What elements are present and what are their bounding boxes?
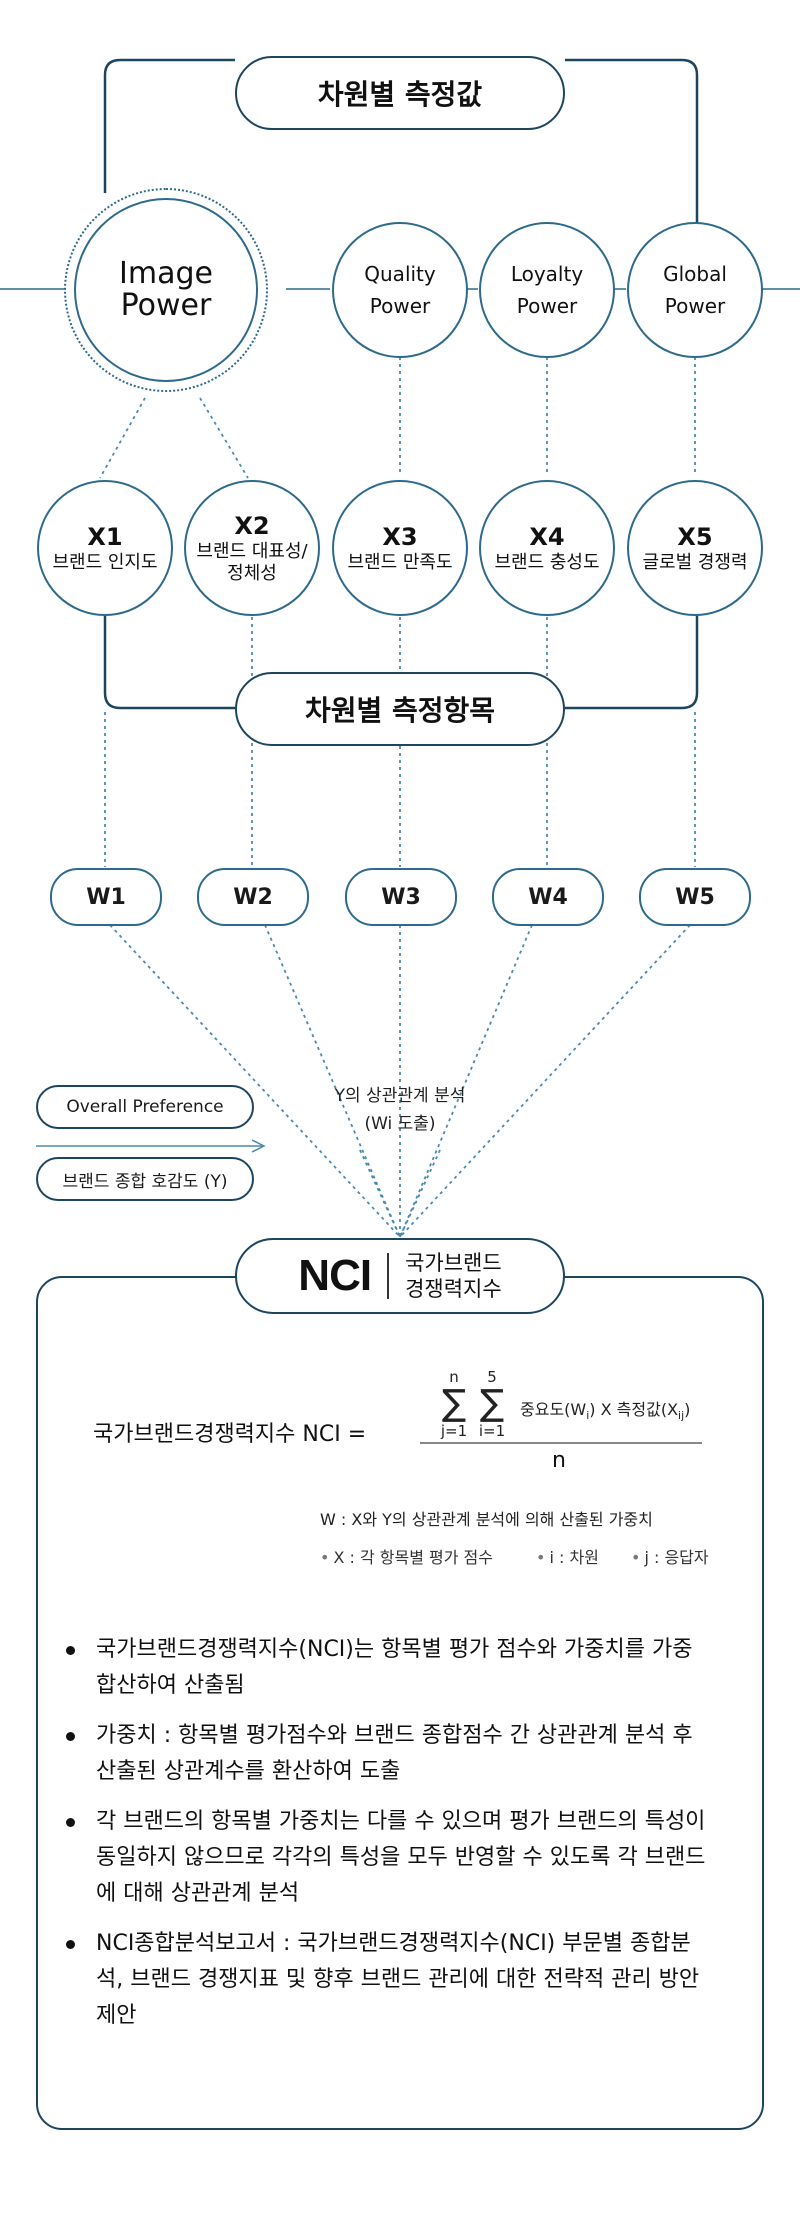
sum-upper-5: 5 xyxy=(487,1368,497,1386)
sum-lower-j: j=1 xyxy=(440,1422,468,1440)
list-item: 가중치 : 항목별 평가점수와 브랜드 종합점수 간 상관관계 분석 후 산출된… xyxy=(60,1718,710,1790)
measure-x1: X1 브랜드 인지도 xyxy=(37,480,173,616)
measure-code: X4 xyxy=(529,523,565,551)
measure-code: X5 xyxy=(677,523,713,551)
measurement-items-title: 차원별 측정항목 xyxy=(235,672,565,746)
measure-name: 브랜드 대표성/ 정체성 xyxy=(196,541,308,584)
list-item: 국가브랜드경쟁력지수(NCI)는 항목별 평가 점수와 가중치를 가중합산하여 … xyxy=(60,1632,710,1704)
dim-to-measure-lines xyxy=(99,357,696,479)
dimension-loyalty-power: Loyalty Power xyxy=(479,222,615,358)
nci-bullet-list: 국가브랜드경쟁력지수(NCI)는 항목별 평가 점수와 가중치를 가중합산하여 … xyxy=(60,1632,710,2048)
items-frame-right-line xyxy=(565,610,699,710)
dimension-label: Image Power xyxy=(119,256,213,323)
formula-lhs: 국가브랜드경쟁력지수 NCI = xyxy=(93,1422,367,1447)
items-frame-left-line xyxy=(103,610,235,710)
measure-name: 브랜드 충성도 xyxy=(494,552,600,573)
dimension-image-power: Image Power xyxy=(74,198,258,382)
weight-note: W : X와 Y의 상관관계 분석에 의해 산출된 가중치 xyxy=(320,1510,653,1529)
weight-w1: W1 xyxy=(50,868,162,926)
weight-to-nci-lines xyxy=(109,924,691,1238)
title-frame-right-line xyxy=(565,58,699,255)
overall-preference-label: Overall Preference xyxy=(36,1085,254,1129)
list-item: NCI종합분석보고서 : 국가브랜드경쟁력지수(NCI) 부문별 종합분석, 브… xyxy=(60,1926,710,2034)
weight-w2: W2 xyxy=(197,868,309,926)
measure-name: 글로벌 경쟁력 xyxy=(642,552,748,573)
y-correlation-text: Y의 상관관계 분석 (Wi 도출) xyxy=(334,1086,466,1134)
fraction-bar xyxy=(420,1442,702,1444)
image-power-outer-ring xyxy=(64,188,268,392)
nci-separator xyxy=(387,1253,390,1299)
arrow-head-icon xyxy=(251,1139,266,1153)
sigma-icon: ∑ xyxy=(479,1383,505,1424)
measure-x2: X2 브랜드 대표성/ 정체성 xyxy=(184,480,320,616)
dimension-global-power: Global Power xyxy=(627,222,763,358)
dimension-label: Quality Power xyxy=(364,262,436,318)
list-item: 각 브랜드의 항목별 가중치는 다를 수 있으며 평가 브랜드의 특성이 동일하… xyxy=(60,1804,710,1912)
sum-over-i: 5 ∑ i=1 xyxy=(474,1368,510,1440)
sum-over-j: n ∑ j=1 xyxy=(436,1368,472,1440)
measure-x4: X4 브랜드 충성도 xyxy=(479,480,615,616)
sum-upper-n: n xyxy=(449,1368,459,1386)
dimension-quality-power: Quality Power xyxy=(332,222,468,358)
measure-name: 브랜드 인지도 xyxy=(52,552,158,573)
nci-panel xyxy=(36,1276,764,2130)
weight-w5: W5 xyxy=(639,868,751,926)
title-frame-left-line xyxy=(103,58,235,193)
dimension-label: Global Power xyxy=(663,262,727,318)
legend-x: •X : 각 항목별 평가 점수 xyxy=(320,1548,493,1567)
dimension-label: Loyalty Power xyxy=(510,262,584,318)
weight-w4: W4 xyxy=(492,868,604,926)
dimension-values-title: 차원별 측정값 xyxy=(235,56,565,130)
legend-j: •j : 응답자 xyxy=(631,1548,709,1567)
sigma-icon: ∑ xyxy=(441,1383,467,1424)
nci-title-pill: NCI 국가브랜드 경쟁력지수 xyxy=(235,1238,565,1314)
brand-favorability-label: 브랜드 종합 호감도 (Y) xyxy=(36,1157,254,1201)
sum-lower-i: i=1 xyxy=(478,1422,506,1440)
measure-x5: X5 글로벌 경쟁력 xyxy=(627,480,763,616)
measure-x3: X3 브랜드 만족도 xyxy=(332,480,468,616)
measure-code: X1 xyxy=(87,523,123,551)
formula-term: 중요도(Wi) X 측정값(Xij) xyxy=(520,1400,691,1423)
legend-i: •i : 차원 xyxy=(536,1548,599,1567)
formula-denominator: n xyxy=(552,1448,566,1473)
nci-full-name: 국가브랜드 경쟁력지수 xyxy=(405,1251,502,1301)
measure-code: X2 xyxy=(234,512,270,540)
weight-w3: W3 xyxy=(345,868,457,926)
measure-name: 브랜드 만족도 xyxy=(347,552,453,573)
measure-code: X3 xyxy=(382,523,418,551)
nci-abbreviation: NCI xyxy=(298,1251,372,1300)
